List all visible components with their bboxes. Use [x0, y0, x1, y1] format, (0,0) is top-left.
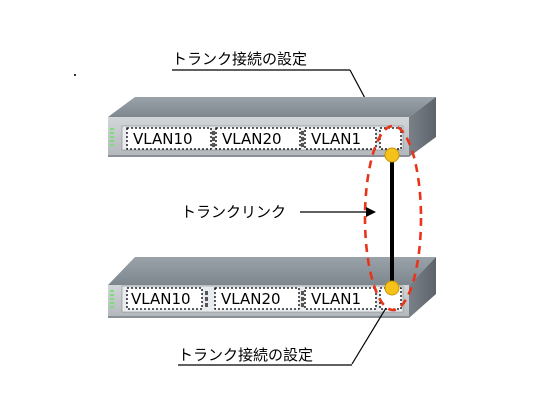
- switch-bottom-side: [409, 257, 436, 318]
- vlan-port-group: [304, 127, 377, 150]
- vlan-port-group: [214, 287, 300, 310]
- bottom-caption-leader: [351, 307, 387, 365]
- connector-dot-top: [384, 147, 400, 163]
- arrowhead-icon: [366, 207, 376, 217]
- vlan-label: VLAN20: [221, 290, 281, 308]
- bottom-caption: トランク接続の設定: [178, 346, 313, 364]
- vlan-port-group: [126, 127, 212, 150]
- vlan-label: VLAN1: [311, 130, 361, 148]
- switch-top-status-leds: [110, 128, 114, 146]
- top-caption: トランク接続の設定: [172, 50, 307, 68]
- vlan-port-group: [304, 287, 377, 310]
- trunk-port: [379, 127, 402, 150]
- vlan-label: VLAN10: [131, 290, 191, 308]
- vlan-port-group: [215, 127, 301, 150]
- switch-bottom-lid: [108, 257, 436, 285]
- vlan-label: VLAN1: [311, 290, 361, 308]
- switch-top-side: [409, 97, 436, 157]
- vlan-label: VLAN10: [133, 130, 193, 148]
- trunk-highlight-ellipse: [363, 124, 423, 312]
- vlan-port-group: [126, 287, 203, 310]
- stray-dot: [74, 74, 76, 76]
- trunk-link-label: トランクリンク: [181, 203, 286, 221]
- switch-top-lid: [108, 97, 436, 117]
- switch-bottom-status-leds: [110, 290, 114, 308]
- connector-dot-bottom: [384, 280, 400, 296]
- switch-bottom: VLAN10 VLAN20 VLAN1: [108, 257, 436, 318]
- vlan-label: VLAN20: [222, 130, 282, 148]
